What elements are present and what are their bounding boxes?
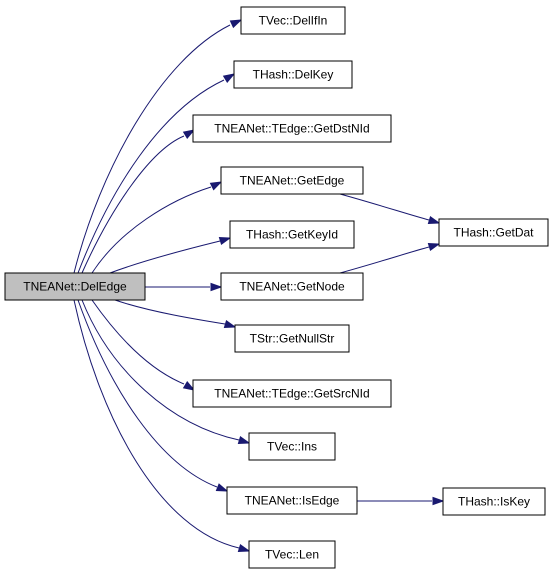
node-n11[interactable]: TVec::Len — [248, 540, 336, 569]
arrowhead-icon — [237, 543, 251, 553]
arrowhead-icon — [222, 73, 236, 84]
arrowhead-icon — [182, 380, 196, 391]
arrowhead-icon — [218, 236, 232, 246]
arrowhead-icon — [223, 319, 237, 329]
edge-line — [91, 186, 212, 274]
edge-line — [73, 24, 231, 274]
arrowhead-icon — [210, 282, 223, 292]
nodes-layer: TNEANet::DelEdge TVec::DelIfInTHash::DelK… — [4, 6, 549, 569]
edge-line — [114, 299, 226, 325]
node-label: THash::DelKey — [253, 68, 334, 82]
edge-root-to-n4 — [91, 181, 223, 274]
node-n9[interactable]: TVec::Ins — [248, 432, 336, 461]
arrowhead-icon — [229, 19, 243, 29]
edge-root-to-n1 — [73, 19, 243, 274]
node-box — [248, 540, 336, 569]
node-box — [226, 486, 358, 515]
arrowhead-icon — [237, 435, 251, 445]
node-n5[interactable]: THash::GetKeyId — [229, 220, 355, 249]
node-label: TVec::Ins — [267, 440, 317, 454]
node-n1[interactable]: TVec::DelIfIn — [240, 6, 346, 35]
edge-line — [339, 246, 430, 274]
node-box — [438, 218, 549, 247]
node-n10[interactable]: TNEANet::IsEdge — [226, 486, 358, 515]
node-label: TVec::DelIfIn — [259, 14, 328, 28]
edge-root-to-n8 — [91, 299, 196, 391]
node-box — [234, 324, 350, 353]
node-n3[interactable]: TNEANet::TEdge::GetDstNId — [192, 114, 392, 143]
node-n7[interactable]: TStr::GetNullStr — [234, 324, 350, 353]
node-label: TVec::Len — [265, 548, 319, 562]
node-box — [240, 6, 346, 35]
node-label: THash::IsKey — [458, 495, 530, 509]
edge-line — [73, 299, 240, 549]
node-label: THash::GetDat — [453, 226, 534, 240]
edge-line — [81, 299, 240, 441]
node-n13[interactable]: THash::IsKey — [442, 487, 546, 516]
node-box — [248, 432, 336, 461]
edge-line — [91, 299, 185, 385]
node-box — [192, 114, 392, 143]
edge-root-to-n7 — [114, 299, 237, 329]
node-label: TNEANet::TEdge::GetDstNId — [214, 122, 369, 136]
edges-layer — [73, 19, 445, 553]
node-label: TNEANet::TEdge::GetSrcNId — [214, 387, 369, 401]
node-label: THash::GetKeyId — [246, 228, 338, 242]
edge-n6-to-n12 — [339, 242, 441, 274]
edge-line — [339, 193, 430, 221]
node-box — [192, 379, 392, 408]
edge-line — [77, 299, 218, 488]
node-box — [229, 220, 355, 249]
edge-root-to-n11 — [73, 299, 251, 553]
node-label: TStr::GetNullStr — [250, 332, 335, 346]
arrowhead-icon — [427, 215, 441, 225]
edge-root-to-n9 — [81, 299, 251, 445]
node-label: TNEANet::GetEdge — [240, 174, 345, 188]
node-n4[interactable]: TNEANet::GetEdge — [220, 166, 364, 195]
node-label: TNEANet::IsEdge — [245, 494, 340, 508]
edge-n4-to-n12 — [339, 193, 441, 225]
node-n6[interactable]: TNEANet::GetNode — [220, 272, 364, 301]
root-node[interactable]: TNEANet::DelEdge — [4, 272, 146, 301]
node-n8[interactable]: TNEANet::TEdge::GetSrcNId — [192, 379, 392, 408]
arrowhead-icon — [182, 129, 196, 140]
node-box — [233, 60, 353, 89]
edge-root-to-n10 — [77, 299, 229, 492]
edge-line — [81, 135, 185, 274]
edge-line — [109, 240, 221, 274]
arrowhead-icon — [215, 483, 229, 492]
node-box — [4, 272, 146, 301]
edge-root-to-n5 — [109, 236, 232, 274]
arrowhead-icon — [427, 242, 441, 252]
arrowhead-icon — [432, 496, 445, 506]
arrowhead-icon — [209, 181, 223, 191]
node-n2[interactable]: THash::DelKey — [233, 60, 353, 89]
edge-root-to-n6 — [145, 282, 223, 292]
edge-root-to-n3 — [81, 129, 196, 274]
node-label: TNEANet::GetNode — [239, 280, 345, 294]
edge-root-to-n2 — [77, 73, 236, 274]
node-label: TNEANet::DelEdge — [23, 280, 127, 294]
edge-line — [77, 79, 225, 274]
node-n12[interactable]: THash::GetDat — [438, 218, 549, 247]
edge-n10-to-n13 — [357, 496, 445, 506]
node-box — [220, 272, 364, 301]
node-box — [442, 487, 546, 516]
node-box — [220, 166, 364, 195]
